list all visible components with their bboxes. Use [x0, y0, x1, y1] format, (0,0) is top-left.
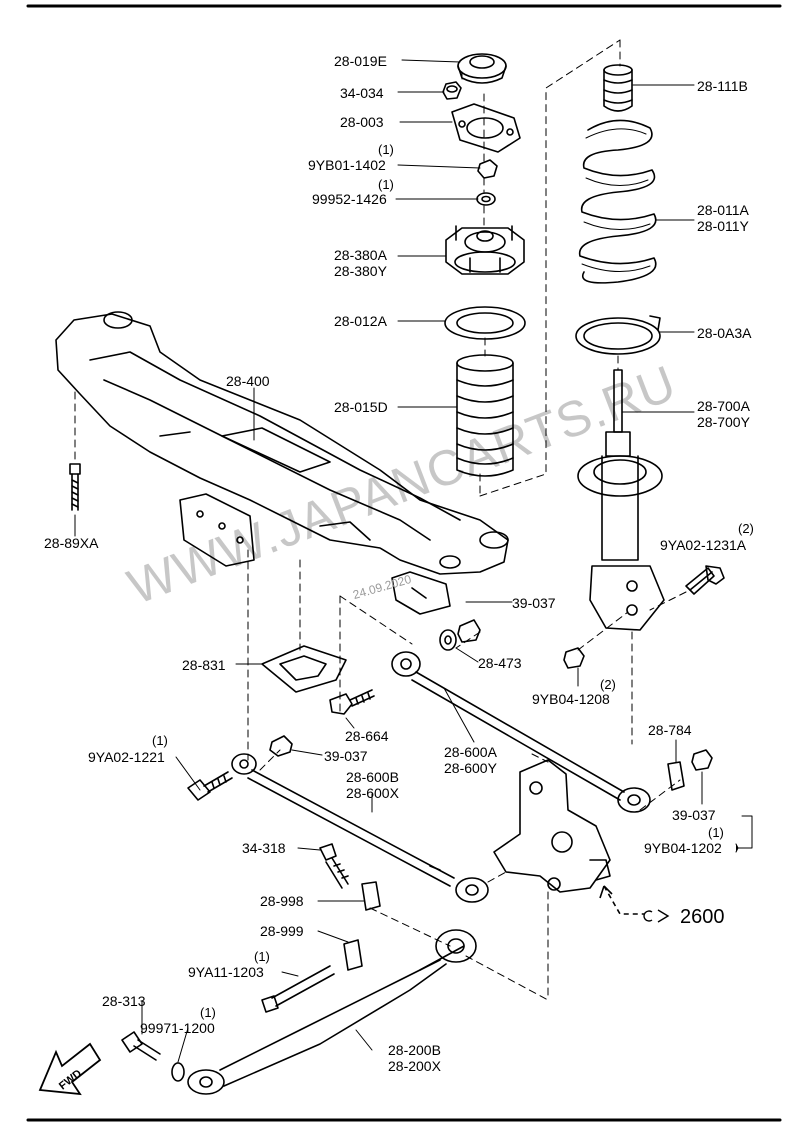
dust-boot-28-015D [456, 354, 514, 477]
label-28-700Y: 28-700Y [697, 414, 750, 430]
label-28-600X: 28-600X [346, 785, 399, 801]
nut-39-037-c [691, 749, 713, 771]
qty-99971-1200: (1) [200, 1005, 216, 1020]
crossmember-bracket-right [391, 571, 451, 615]
knuckle [493, 759, 611, 893]
label-28-015D: 28-015D [334, 399, 388, 415]
label-28-700A: 28-700A [697, 398, 750, 414]
upper-spring-seat-28-012A [444, 306, 526, 340]
label-28-664: 28-664 [345, 728, 389, 744]
label-28-011Y: 28-011Y [697, 218, 749, 234]
label-9YB04-1208: 9YB04-1208 [532, 691, 610, 707]
label-28-200X: 28-200X [388, 1058, 441, 1074]
qty-9YB04-1208: (2) [600, 677, 616, 692]
crossmember-bracket-left [179, 493, 255, 567]
label-28-012A: 28-012A [334, 313, 387, 329]
label-99952-1426: 99952-1426 [312, 191, 387, 207]
crossmember-28-400 [55, 311, 509, 575]
label-39-037-a: 39-037 [512, 595, 556, 611]
qty-9YA02-1221: (1) [152, 733, 168, 748]
label-34-034: 34-034 [340, 85, 384, 101]
label-28-998: 28-998 [260, 893, 304, 909]
ref-2600-arrow [599, 885, 670, 923]
label-9YB01-1402: 9YB01-1402 [308, 157, 386, 173]
label-9YA02-1231A: 9YA02-1231A [660, 537, 747, 553]
strut-mount-cap [457, 53, 507, 84]
label-28-473: 28-473 [478, 655, 522, 671]
bolt-28-89XA [69, 463, 81, 511]
label-28-400: 28-400 [226, 373, 270, 389]
lower-spring-seat-28-0A3A [575, 315, 661, 355]
qty-9YB04-1202: (1) [708, 825, 724, 840]
washer-99952-1426 [476, 192, 496, 206]
coil-spring-28-011A [578, 119, 657, 284]
mount-plate [451, 103, 521, 153]
bump-stop-28-111B [603, 64, 633, 112]
label-39-037-c: 39-037 [672, 807, 716, 823]
label-28-003: 28-003 [340, 114, 384, 130]
lateral-link-28-600B [231, 753, 489, 903]
label-28-831: 28-831 [182, 657, 226, 673]
label-39-037-b: 39-037 [324, 748, 368, 764]
label-28-600B: 28-600B [346, 769, 399, 785]
lateral-link-28-600A [391, 651, 651, 813]
plate-28-831 [261, 645, 347, 693]
label-28-600A: 28-600A [444, 744, 497, 760]
bolt-9YA02-1221 [187, 771, 233, 801]
label-28-011A: 28-011A [697, 202, 749, 218]
fwd-arrow-icon [38, 1042, 102, 1096]
bolt-9YA02-1231A [685, 565, 725, 595]
bolt-34-318 [319, 843, 349, 889]
nut-9YB01-1402 [477, 159, 498, 179]
washer-28-473 [439, 629, 457, 651]
label-28-380Y: 28-380Y [334, 263, 387, 279]
label-28-380A: 28-380A [334, 247, 387, 263]
bushing-39-037-a [457, 619, 481, 643]
bolt-28-313 [121, 1031, 161, 1061]
label-28-89XA: 28-89XA [44, 535, 99, 551]
washer-99971-1200 [171, 1062, 185, 1082]
label-28-600Y: 28-600Y [444, 760, 497, 776]
label-9YB04-1202: 9YB04-1202 [644, 840, 722, 856]
nut-9YB04-1208 [563, 647, 585, 669]
label-9YA02-1221: 9YA02-1221 [88, 749, 165, 765]
label-28-0A3A: 28-0A3A [697, 325, 752, 341]
plate-28-999 [343, 939, 363, 971]
label-28-784: 28-784 [648, 722, 692, 738]
label-9YA11-1203: 9YA11-1203 [188, 964, 264, 980]
qty-9YB01-1402: (1) [378, 142, 394, 157]
label-28-111B: 28-111B [697, 78, 748, 94]
label-34-318: 34-318 [242, 840, 286, 856]
label-28-200B: 28-200B [388, 1042, 441, 1058]
label-99971-1200: 99971-1200 [140, 1020, 215, 1036]
label-28-999: 28-999 [260, 923, 304, 939]
label-28-019E: 28-019E [334, 53, 387, 69]
ref-2600-label: 2600 [680, 906, 725, 928]
washer-28-784 [667, 761, 685, 791]
qty-99952-1426: (1) [378, 177, 394, 192]
strut-mount [445, 225, 525, 275]
nut-34-034 [442, 81, 462, 100]
qty-9YA11-1203: (1) [254, 949, 270, 964]
label-28-313: 28-313 [102, 993, 146, 1009]
trailing-arm-28-200B [187, 929, 477, 1095]
bolt-28-664 [329, 689, 375, 715]
plate-28-998 [361, 881, 381, 911]
bolt-9YA11-1203 [261, 965, 335, 1013]
nut-39-037-b [269, 735, 293, 757]
qty-9YA02-1231A: (2) [738, 521, 754, 536]
